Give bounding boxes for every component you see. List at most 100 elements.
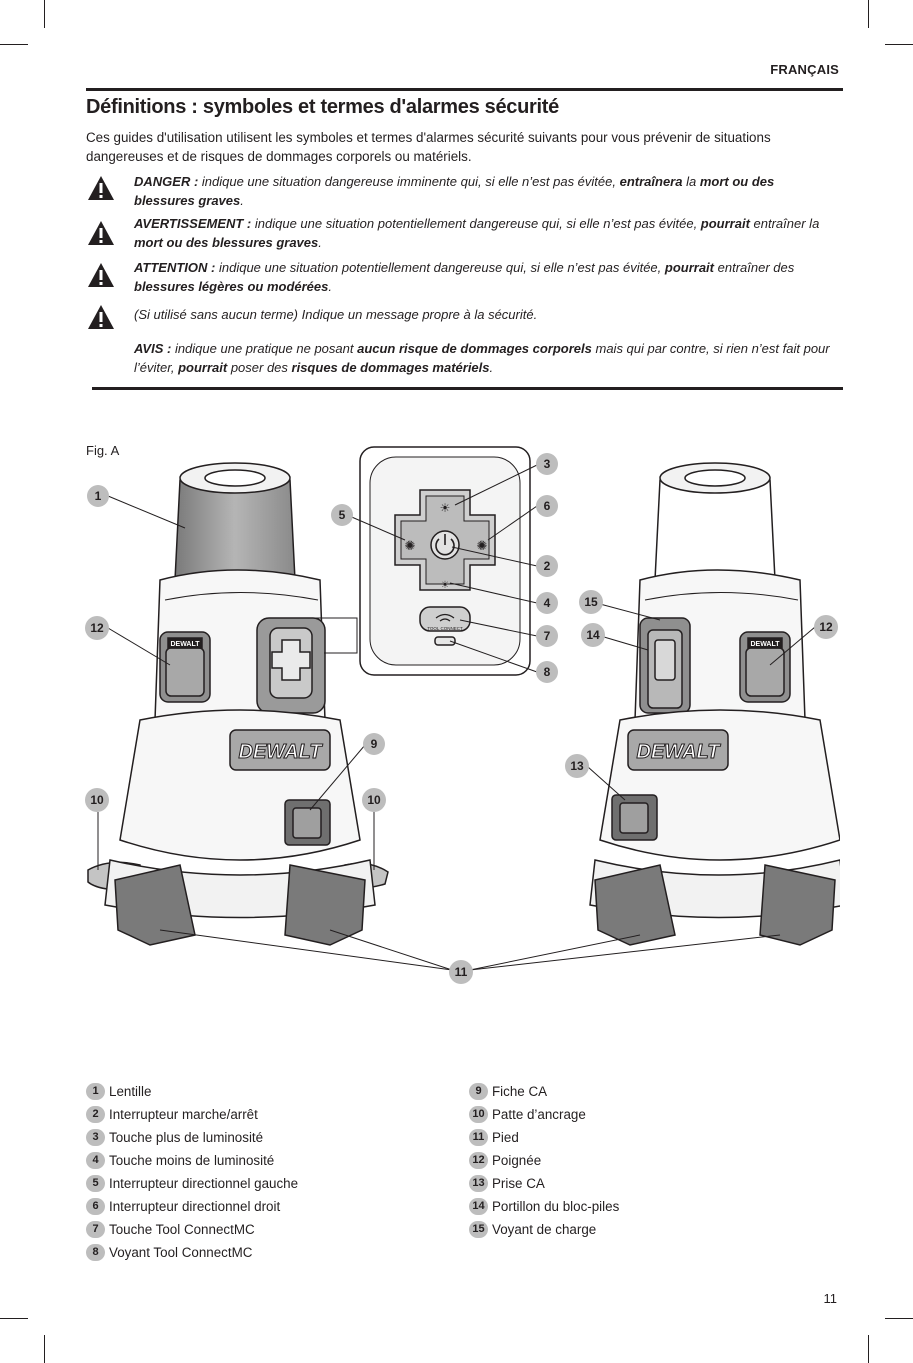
callout-9-label: 9 [371, 737, 378, 751]
callout-8-label: 8 [544, 665, 551, 679]
callout-4-label: 4 [544, 596, 551, 610]
callout-10-label: 10 [367, 793, 381, 807]
figure-a-illustration: DEWALT DEWALT ☀ ☀ ✺ ✺ TOOL CONNECT [85, 446, 840, 984]
warning-triangle-icon [88, 221, 114, 245]
dewalt-logo-small: DEWALT [750, 641, 780, 648]
legend-number: 6 [86, 1198, 105, 1215]
avis-text: . [489, 360, 494, 375]
danger-text: . [240, 193, 244, 208]
figure-label: Fig. A [86, 443, 120, 458]
avertissement-text: indique une situation potentiellement da… [251, 216, 701, 231]
light-back-view: DEWALT DEWALT [589, 462, 840, 946]
right-direction-icon: ✺ [477, 538, 488, 553]
page-number: 11 [823, 1291, 838, 1306]
warning-triangle-icon [88, 305, 114, 329]
legend-label: Prise CA [492, 1176, 545, 1191]
callout-12-right: 12 [814, 615, 838, 639]
callout-10-label: 10 [90, 793, 104, 807]
callout-6: 6 [536, 495, 558, 517]
crop-mark [868, 1335, 869, 1363]
legend-label: Touche Tool ConnectMC [109, 1222, 255, 1237]
dewalt-logo-small: DEWALT [170, 641, 200, 648]
crop-mark [0, 1318, 28, 1319]
attention-emphasis: blessures légères ou modérées [134, 279, 329, 294]
legend-number: 5 [86, 1175, 105, 1192]
attention-emphasis: pourrait [664, 260, 715, 275]
legend-item: 11 Pied [469, 1126, 619, 1149]
attention-text: entraîner des [714, 260, 795, 275]
callout-9: 9 [363, 733, 385, 755]
section-rule [92, 387, 843, 390]
legend-label: Interrupteur directionnel droit [109, 1199, 281, 1214]
legend-number: 3 [86, 1129, 105, 1146]
crop-mark [44, 0, 45, 28]
legend-number: 12 [469, 1152, 488, 1169]
avis-term: AVIS : [134, 341, 172, 356]
legend-item: 2 Interrupteur marche/arrêt [86, 1103, 298, 1126]
light-front-view: DEWALT DEWALT [87, 462, 389, 946]
callout-6-label: 6 [544, 499, 551, 513]
legend-label: Interrupteur marche/arrêt [109, 1107, 258, 1122]
danger-emphasis: mort ou des blessures graves [134, 174, 775, 208]
legend-item: 5 Interrupteur directionnel gauche [86, 1172, 298, 1195]
avertissement-emphasis: pourrait [700, 216, 750, 231]
legend-number: 14 [469, 1198, 488, 1215]
legend-number: 9 [469, 1083, 488, 1100]
callout-12-label: 12 [90, 621, 104, 635]
avis-text: indique une pratique ne posant [171, 341, 358, 356]
callout-1: 1 [87, 485, 109, 507]
callout-13-label: 13 [570, 759, 584, 773]
callout-4: 4 [536, 592, 558, 614]
generic-safety-definition: (Si utilisé sans aucun terme) Indique un… [134, 307, 538, 322]
avertissement-text: entraîner la [749, 216, 820, 231]
dewalt-logo-large: DEWALT [239, 741, 324, 763]
callout-8: 8 [536, 661, 558, 683]
attention-text: indique une situation potentiellement da… [215, 260, 665, 275]
leader-lines [97, 464, 816, 971]
legend-item: 6 Interrupteur directionnel droit [86, 1195, 298, 1218]
callout-12-label: 12 [819, 620, 833, 634]
callout-11-label: 11 [455, 965, 468, 979]
callout-11: 11 [449, 960, 473, 984]
legend-number: 11 [469, 1129, 488, 1146]
crop-mark [44, 1335, 45, 1363]
language-header: FRANÇAIS [770, 62, 839, 77]
callout-10-right: 10 [362, 788, 386, 812]
danger-term: DANGER : [134, 174, 199, 189]
callout-12-left: 12 [85, 616, 109, 640]
callout-3-label: 3 [544, 457, 551, 471]
attention-text: . [328, 279, 332, 294]
attention-definition: ATTENTION : indique une situation potent… [134, 258, 834, 296]
danger-text: la [682, 174, 700, 189]
crop-mark [868, 0, 869, 28]
section-title: Définitions : symboles et termes d'alarm… [86, 96, 559, 118]
danger-emphasis: entraînera [619, 174, 683, 189]
legend-number: 2 [86, 1106, 105, 1123]
danger-text: indique une situation dangereuse imminen… [198, 174, 620, 189]
callout-3: 3 [536, 453, 558, 475]
legend-label: Patte d’ancrage [492, 1107, 586, 1122]
legend-item: 14 Portillon du bloc-piles [469, 1195, 619, 1218]
crop-mark [0, 44, 28, 45]
danger-definition: DANGER : indique une situation dangereus… [134, 172, 834, 210]
legend-label: Pied [492, 1130, 519, 1145]
legend-number: 1 [86, 1083, 105, 1100]
left-direction-icon: ✺ [405, 538, 416, 553]
legend-label: Interrupteur directionnel gauche [109, 1176, 299, 1191]
avertissement-definition: AVERTISSEMENT : indique une situation po… [134, 214, 834, 252]
legend-label: Portillon du bloc-piles [492, 1199, 620, 1214]
callout-7-label: 7 [544, 629, 551, 643]
callout-14-label: 14 [586, 628, 600, 642]
callout-badges: 1 5 3 6 2 4 7 8 12 9 10 10 11 15 14 12 1… [85, 453, 838, 984]
